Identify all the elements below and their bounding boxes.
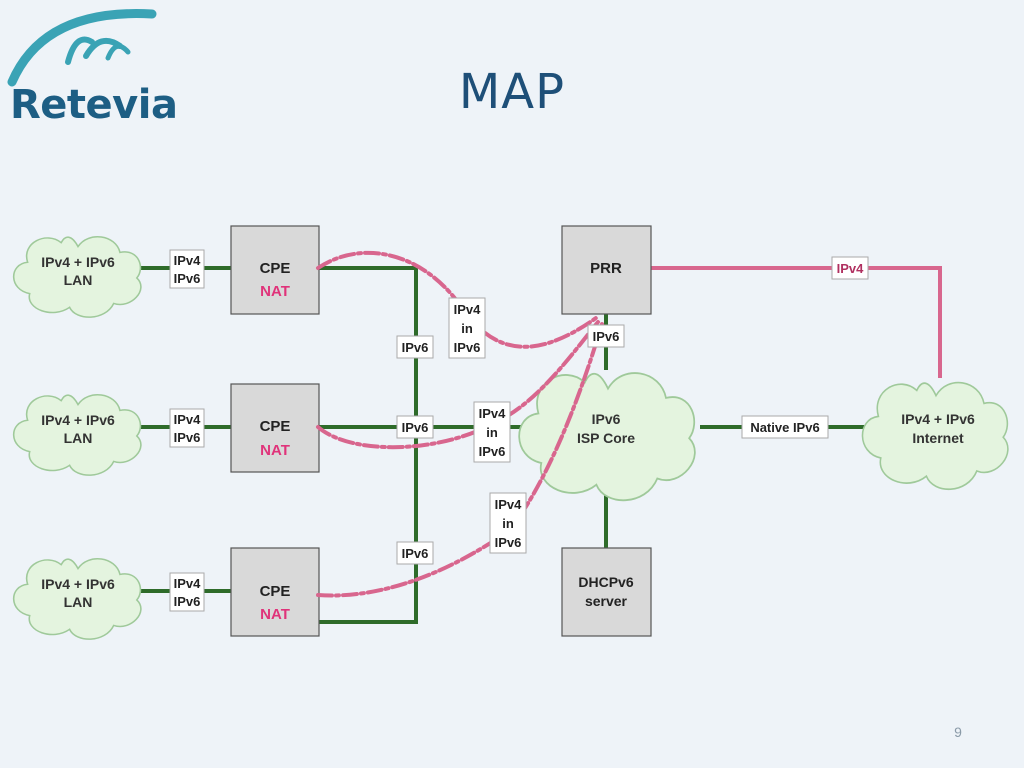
lan1-line2: LAN (64, 272, 93, 288)
page-number: 9 (954, 724, 962, 740)
ipv6-tag-3: IPv6 (396, 541, 434, 565)
lan-cloud-1: IPv4 + IPv6 LAN (12, 235, 142, 318)
logo-arcs-icon (7, 9, 157, 87)
lan-cloud-2: IPv4 + IPv6 LAN (12, 393, 142, 476)
lan2-tag: IPv4 IPv6 (169, 408, 205, 448)
lan3-line2: LAN (64, 594, 93, 610)
prr-label: PRR (590, 260, 622, 277)
cpe-box-1: CPE NAT (230, 225, 320, 315)
lan1-line1: IPv4 + IPv6 (41, 254, 115, 270)
tunnel-tag-3-line2: in (502, 516, 514, 531)
tunnel-tag-2-line1: IPv4 (479, 406, 507, 421)
internet-cloud: IPv4 + IPv6 Internet (861, 381, 1009, 491)
cpe2-label: CPE (260, 418, 291, 435)
prr-internet-ipv4-link (650, 266, 942, 378)
ipv6-tag-1-text: IPv6 (402, 340, 429, 355)
lan3-line1: IPv4 + IPv6 (41, 576, 115, 592)
retevia-logo: Retevia (4, 2, 178, 132)
lan2-tag-line2: IPv6 (174, 430, 201, 445)
prr-box: PRR (561, 225, 652, 315)
cpe1-nat: NAT (260, 283, 290, 300)
core-line2: ISP Core (577, 430, 635, 446)
lan3-tag-line1: IPv4 (174, 576, 202, 591)
isp-core-cloud: IPv6 ISP Core (518, 372, 696, 502)
lan3-tag-line2: IPv6 (174, 594, 201, 609)
ipv4-link-tag: IPv4 (831, 256, 869, 280)
core-line1: IPv6 (592, 411, 621, 427)
cpe1-label: CPE (260, 260, 291, 277)
tunnel-tag-3-line3: IPv6 (495, 535, 522, 550)
tunnel-tag-2: IPv4 in IPv6 (473, 401, 511, 463)
lan1-tag-line2: IPv6 (174, 271, 201, 286)
prr-ipv6-tag: IPv6 (587, 324, 625, 348)
lan3-tag: IPv4 IPv6 (169, 572, 205, 612)
cpe3-nat: NAT (260, 606, 290, 623)
page-title: MAP (458, 64, 566, 120)
cpe-box-2: CPE NAT (230, 383, 320, 473)
native-ipv6-tag: Native IPv6 (741, 415, 829, 439)
tunnel-tag-2-line2: in (486, 425, 498, 440)
native-ipv6-tag-text: Native IPv6 (750, 420, 819, 435)
tunnel-tag-1-line1: IPv4 (454, 302, 482, 317)
tunnel-tag-1-line3: IPv6 (454, 340, 481, 355)
tunnel-tag-3-line1: IPv4 (495, 497, 523, 512)
lan-cloud-3: IPv4 + IPv6 LAN (12, 557, 142, 640)
tunnel-tag-2-line3: IPv6 (479, 444, 506, 459)
ipv6-tag-2: IPv6 (396, 415, 434, 439)
dhcp-line1: DHCPv6 (578, 574, 633, 590)
lan1-tag: IPv4 IPv6 (169, 249, 205, 289)
prr-ipv6-tag-text: IPv6 (593, 329, 620, 344)
lan1-tag-line1: IPv4 (174, 253, 202, 268)
cpe2-nat: NAT (260, 442, 290, 459)
ipv6-tag-2-text: IPv6 (402, 420, 429, 435)
lan2-line1: IPv4 + IPv6 (41, 412, 115, 428)
dhcp-box: DHCPv6 server (561, 547, 652, 637)
dhcp-line2: server (585, 593, 628, 609)
internet-line1: IPv4 + IPv6 (901, 411, 975, 427)
ipv6-tag-3-text: IPv6 (402, 546, 429, 561)
ipv4-link-tag-text: IPv4 (837, 261, 865, 276)
ipv6-tag-1: IPv6 (396, 335, 434, 359)
tunnel-tag-3: IPv4 in IPv6 (489, 492, 527, 554)
cpe-box-3: CPE NAT (230, 547, 320, 637)
logo-text: Retevia (10, 82, 178, 128)
cpe3-label: CPE (260, 583, 291, 600)
internet-line2: Internet (912, 430, 964, 446)
lan2-line2: LAN (64, 430, 93, 446)
tunnel-tag-1: IPv4 in IPv6 (448, 297, 486, 359)
lan2-tag-line1: IPv4 (174, 412, 202, 427)
tunnel-tag-1-line2: in (461, 321, 473, 336)
